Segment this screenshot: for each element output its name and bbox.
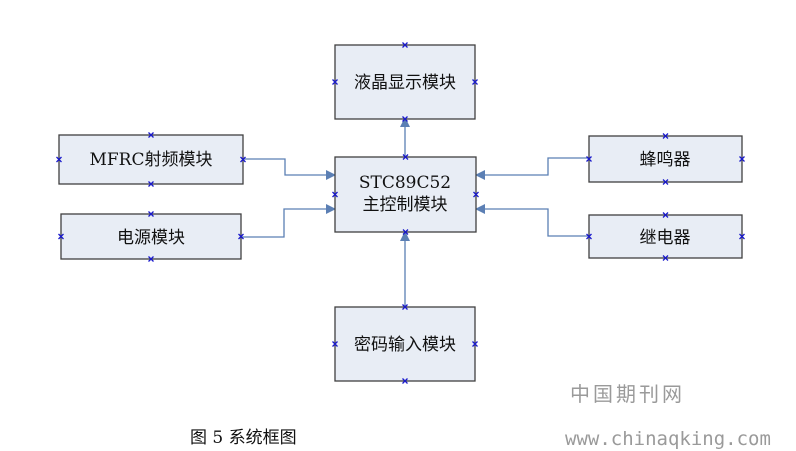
- selection-handle: [586, 156, 592, 162]
- selection-handle: [148, 132, 154, 138]
- selection-handle: [332, 79, 338, 85]
- selection-handles: [56, 42, 745, 384]
- selection-handle: [662, 212, 669, 218]
- selection-handle: [402, 229, 409, 235]
- selection-handle: [332, 341, 338, 347]
- watermark-title: 中国期刊网: [570, 382, 685, 406]
- watermark-url: www.chinaqking.com: [565, 428, 771, 450]
- selection-handle: [332, 191, 338, 198]
- selection-handle: [148, 256, 154, 262]
- selection-handle: [662, 133, 669, 139]
- selection-handle: [148, 211, 154, 217]
- selection-handle: [586, 233, 592, 240]
- relay-box: [588, 214, 743, 259]
- selection-handle: [472, 79, 478, 85]
- selection-handle: [238, 233, 244, 240]
- figure-caption: 图 5 系统框图: [190, 428, 297, 448]
- selection-handle: [739, 156, 745, 162]
- selection-handle: [739, 233, 745, 240]
- mcu-label-line1: STC89C52: [359, 173, 451, 193]
- mfrc-label: MFRC射频模块: [89, 150, 212, 170]
- selection-handle: [402, 378, 408, 384]
- selection-handle: [402, 116, 408, 122]
- keypad-label: 密码输入模块: [354, 335, 456, 355]
- selection-handle: [402, 154, 409, 160]
- selection-handle: [240, 156, 246, 163]
- selection-handle: [148, 181, 154, 187]
- mcu-label-line2: 主控制模块: [363, 195, 448, 215]
- selection-handle: [473, 191, 479, 198]
- relay-label: 继电器: [640, 228, 691, 248]
- selection-handle: [662, 255, 669, 261]
- edge-mfrc-to-mcu: [243, 158, 336, 180]
- connectors: [241, 117, 589, 307]
- selection-handle: [402, 42, 408, 48]
- power-box: [60, 213, 242, 260]
- selection-handle: [662, 179, 669, 185]
- edge-power-to-mcu: [241, 204, 336, 238]
- selection-handle: [58, 233, 64, 240]
- buzzer-label: 蜂鸣器: [640, 150, 691, 170]
- power-label: 电源模块: [117, 228, 185, 248]
- selection-handle: [402, 304, 408, 310]
- edge-relay-to-mcu: [475, 204, 589, 237]
- labels: 液晶显示模块 MFRC射频模块 STC89C52 主控制模块 蜂鸣器 电源模块 …: [89, 73, 690, 355]
- keypad-box: [334, 306, 476, 382]
- selection-handle: [56, 156, 62, 163]
- lcd-label: 液晶显示模块: [354, 73, 456, 93]
- selection-handle: [472, 341, 478, 347]
- edge-buzzer-to-mcu: [475, 157, 589, 180]
